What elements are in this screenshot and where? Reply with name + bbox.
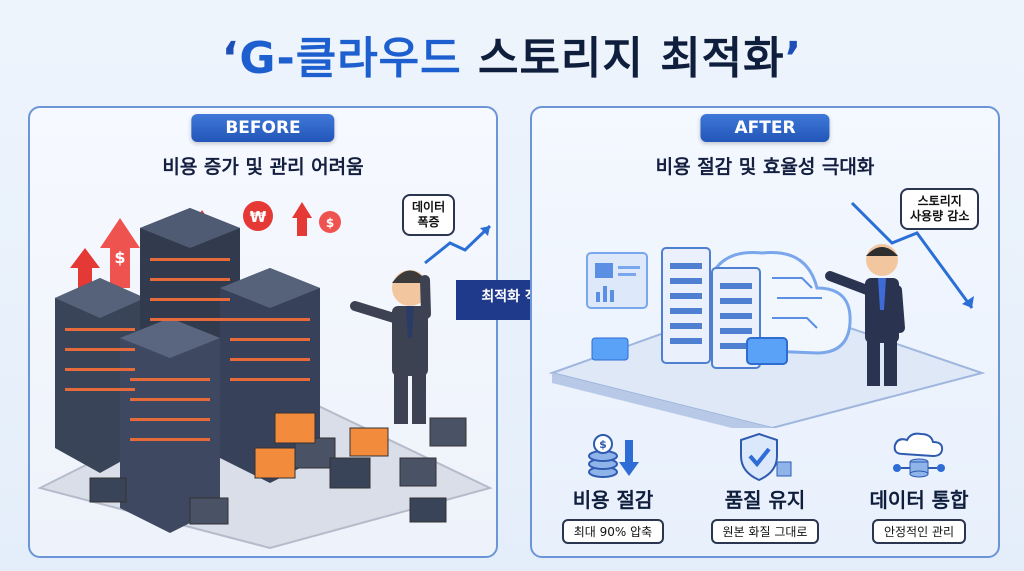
storage-decrease-bubble-line1: 스토리지 [917,194,962,208]
dashboard-panel-icon [586,252,648,309]
feature-data-integration: 데이터 통합 안정적인 관리 [844,432,994,544]
page-title: ‘G-클라우드 스토리지 최적화’ [0,22,1024,86]
title-rest: 스토리지 최적화 [461,33,785,84]
coin-stack-down-icon: $ [588,434,639,478]
server-rack-cluster [55,208,320,533]
data-surge-bubble-line1: 데이터 [412,200,446,214]
feature-cost-saving-caption: 최대 90% 압축 [561,519,665,544]
feature-cost-saving: $ 비용 절감 최대 90% 압축 [538,432,688,544]
data-surge-bubble: 데이터 폭증 [402,194,456,236]
storage-box-pile [89,412,467,525]
after-subtitle: 비용 절감 및 효율성 극대화 [655,156,875,178]
after-panel: AFTER 비용 절감 및 효율성 극대화 [530,106,1000,558]
title-close-quote: ’ [784,33,803,84]
confident-manager-figure [825,244,905,386]
won-coin-icon: ₩ [243,201,273,231]
svg-text:$: $ [326,216,334,230]
shield-check-icon [740,432,792,482]
feature-data-integration-caption: 안정적인 관리 [871,519,967,544]
feature-quality-caption: 원본 화질 그대로 [710,519,820,544]
after-badge: AFTER [700,114,830,142]
title-open-quote: ‘ [221,33,240,84]
data-surge-bubble-line2: 폭증 [417,215,440,229]
svg-text:$: $ [114,248,125,267]
dollar-coin-icon: $ [292,202,341,236]
usage-decrease-trend-icon [850,201,974,309]
glowing-chip-icon [746,337,788,365]
before-subtitle: 비용 증가 및 관리 어려움 [162,156,364,178]
data-surge-trend-icon [424,224,492,265]
feature-quality-title: 품질 유지 [724,488,806,512]
stressed-manager-figure [350,270,431,424]
storage-decrease-bubble-line2: 사용량 감소 [910,209,970,223]
title-brand: G-클라우드 [239,33,462,84]
before-badge: BEFORE [191,114,335,142]
feature-data-integration-title: 데이터 통합 [869,488,969,512]
after-illustration [548,201,986,428]
before-panel: BEFORE 비용 증가 및 관리 어려움 $ ₩ $ [28,106,498,558]
feature-quality: 품질 유지 원본 화질 그대로 [690,432,840,544]
svg-text:₩: ₩ [250,208,267,226]
svg-text:$: $ [599,438,607,451]
feature-cost-saving-title: 비용 절감 [572,488,654,512]
storage-decrease-bubble: 스토리지 사용량 감소 [900,188,980,230]
before-illustration: $ ₩ $ [37,201,493,550]
cloud-database-icon [893,432,945,478]
